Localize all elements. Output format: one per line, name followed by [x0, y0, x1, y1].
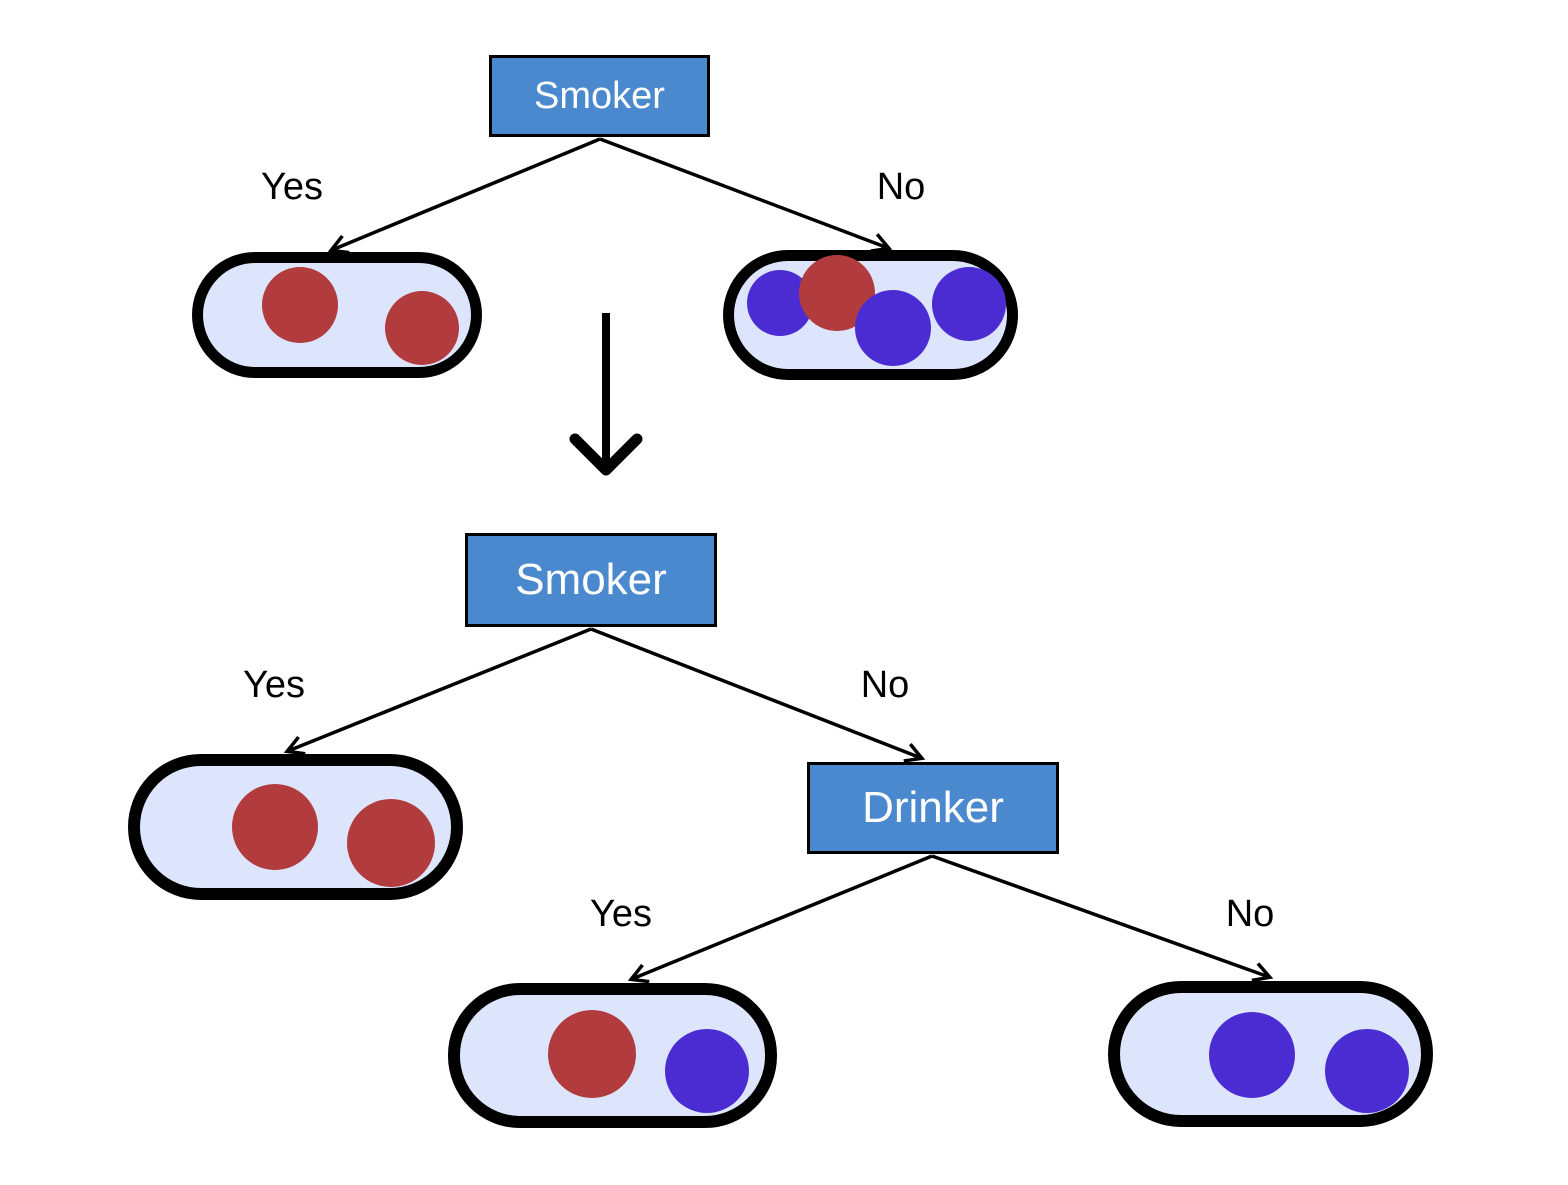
red-patient-dot	[347, 799, 435, 887]
tree2-drinker-node-label: Drinker	[862, 783, 1004, 832]
tree2-yes-branch-line	[283, 627, 592, 756]
tree1-no-branch-line	[599, 137, 893, 253]
tree2-drinker-node: Drinker	[807, 762, 1059, 854]
red-patient-dot	[548, 1010, 636, 1098]
tree1-smoker-node: Smoker	[489, 55, 710, 137]
tree2-smoker-node: Smoker	[465, 533, 717, 627]
red-patient-dot	[232, 784, 318, 870]
blue-patient-dot	[855, 290, 931, 366]
tree1-yes-leaf-capsule	[192, 252, 482, 378]
tree2-yes-leaf-capsule	[128, 754, 463, 900]
drinker-yes-leaf-capsule	[448, 983, 777, 1128]
tree1-smoker-node-label: Smoker	[534, 74, 665, 117]
transition-down-arrow-head	[569, 433, 643, 476]
tree2-yes-branch-label: Yes	[243, 664, 305, 706]
red-patient-dot	[385, 291, 459, 365]
blue-patient-dot	[665, 1029, 749, 1113]
red-patient-dot	[262, 267, 338, 343]
drinker-no-branch-line	[931, 854, 1274, 983]
tree2-no-branch-line	[590, 627, 926, 763]
blue-patient-dot	[1209, 1012, 1295, 1098]
blue-patient-dot	[1325, 1029, 1409, 1113]
tree1-yes-branch-label: Yes	[261, 166, 323, 208]
tree2-smoker-node-label: Smoker	[515, 555, 667, 604]
tree1-no-leaf-capsule	[723, 250, 1018, 380]
tree2-no-branch-label: No	[860, 664, 910, 706]
blue-patient-dot	[932, 267, 1006, 341]
drinker-no-leaf-capsule	[1108, 981, 1433, 1127]
tree1-yes-branch-line	[327, 137, 601, 255]
drinker-yes-branch-label: Yes	[590, 893, 652, 935]
drinker-no-branch-label: No	[1225, 893, 1275, 935]
drinker-yes-branch-line	[627, 854, 933, 984]
tree1-no-branch-label: No	[876, 166, 926, 208]
